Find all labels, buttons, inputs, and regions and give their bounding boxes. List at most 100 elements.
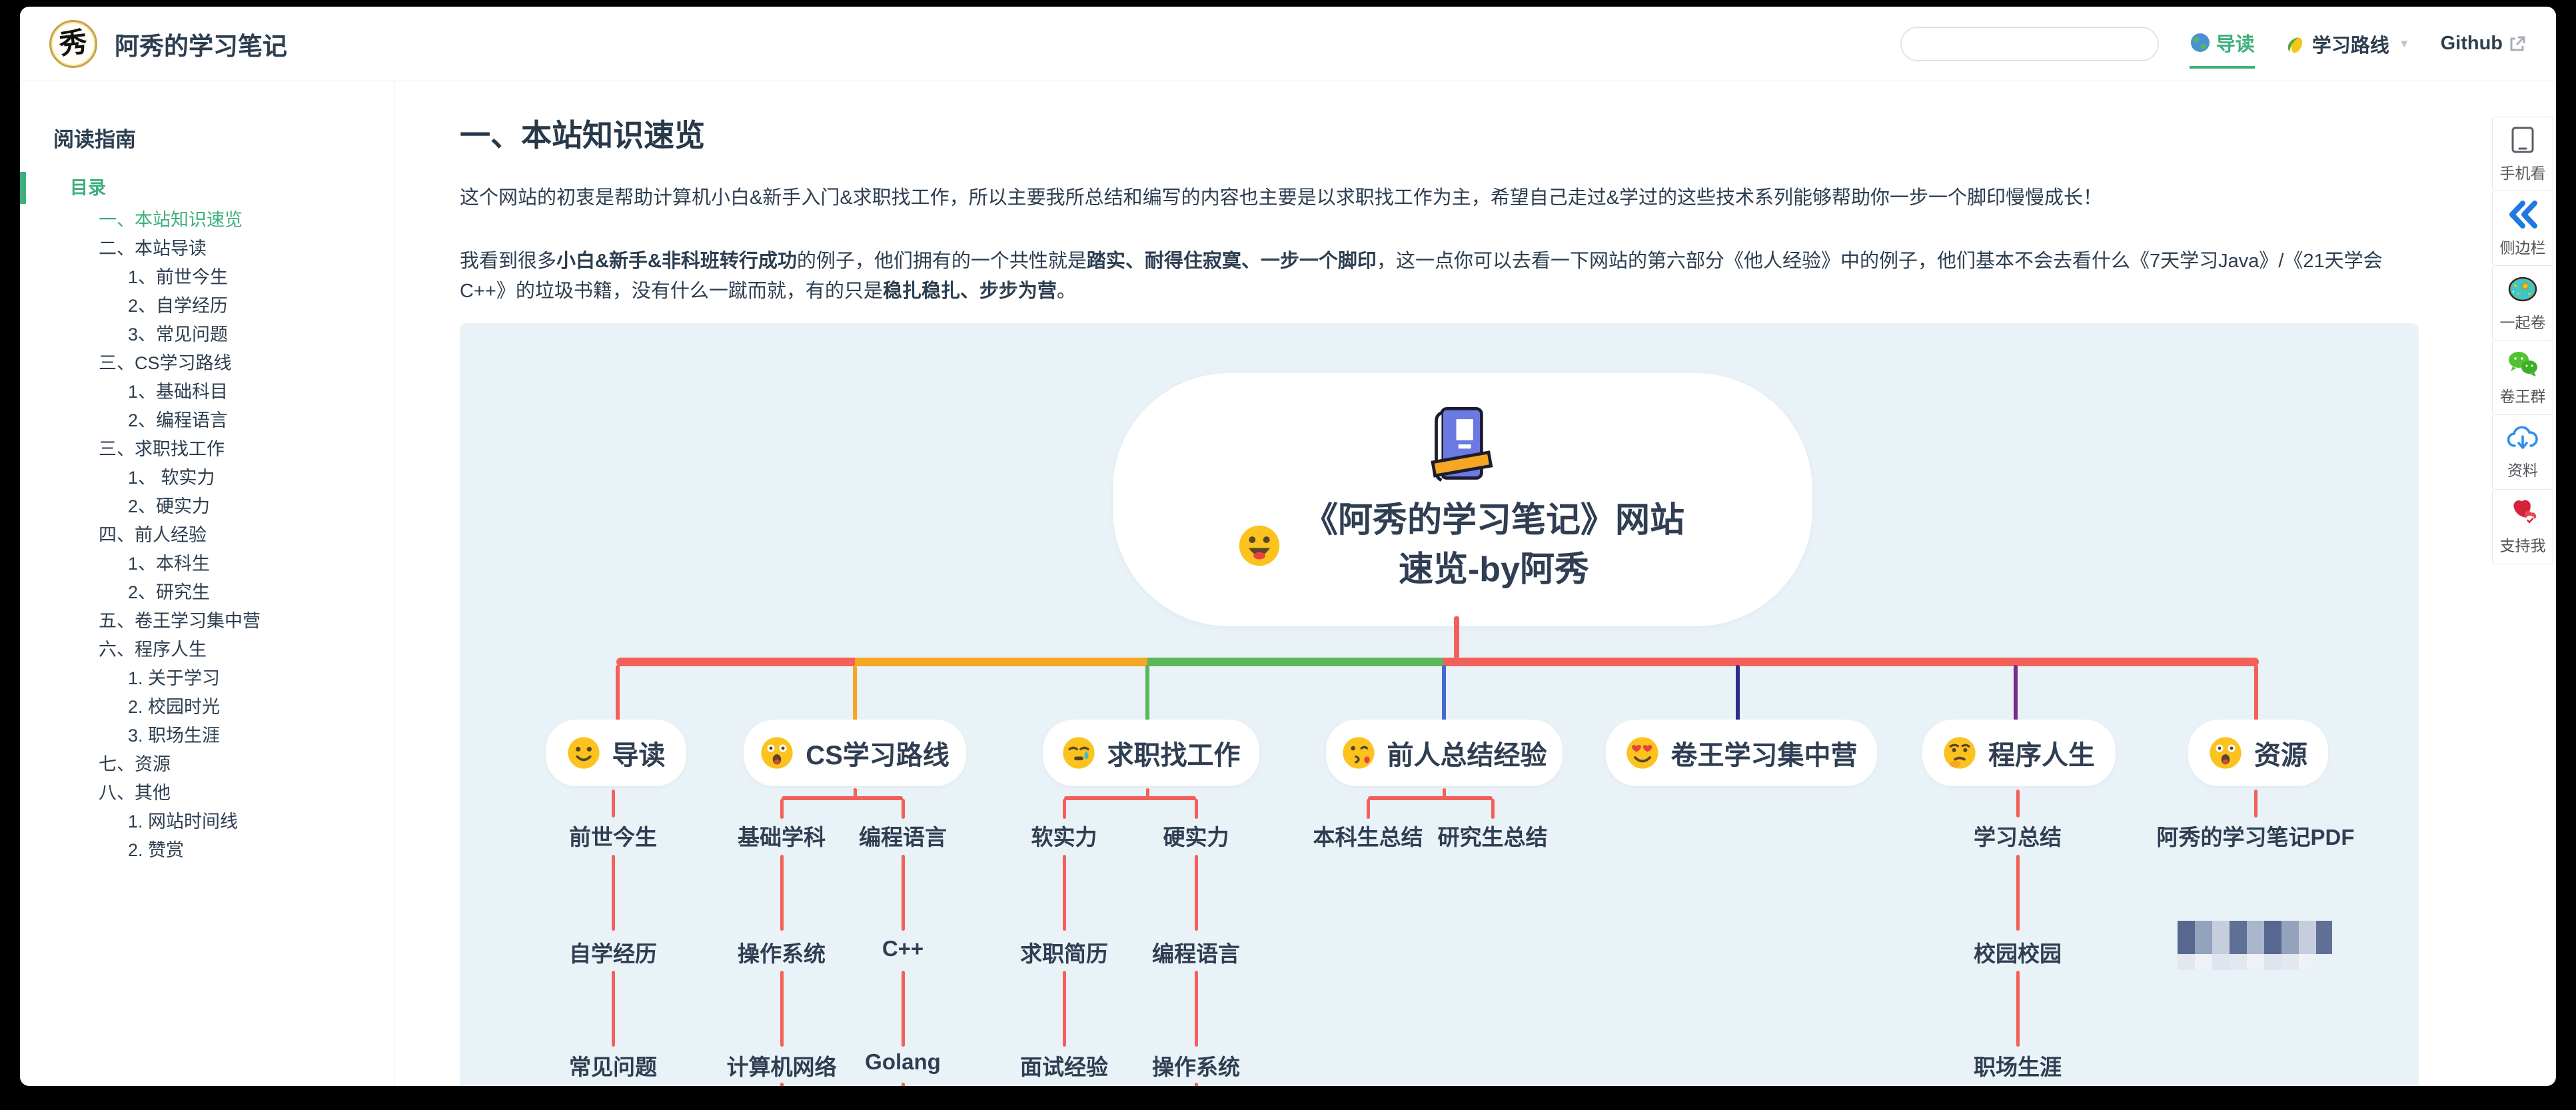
- sidebar-item[interactable]: 1. 关于学习: [128, 668, 221, 688]
- connector-root-stub: [1454, 616, 1459, 659]
- connector-line: [1195, 971, 1198, 1047]
- sidebar-item[interactable]: 三、CS学习路线: [99, 353, 232, 373]
- wechat-icon: [2509, 351, 2537, 376]
- mindmap-branch-cs: CS学习路线: [744, 720, 966, 786]
- connector-line: [1443, 788, 1446, 798]
- sidebar-item[interactable]: 2、研究生: [128, 582, 211, 602]
- sidebar-item[interactable]: 1、前世今生: [128, 267, 229, 287]
- tool-sidebar-toggle[interactable]: 侧边栏: [2492, 191, 2553, 266]
- sidebar-section-title: 阅读指南: [53, 128, 136, 151]
- external-link-icon: [2510, 36, 2525, 51]
- sidebar-item[interactable]: 四、前人经验: [99, 525, 207, 545]
- sidebar-item[interactable]: 1、 软实力: [128, 468, 215, 488]
- sidebar-item[interactable]: 二、本站导读: [99, 239, 207, 259]
- nav-link-xuexiluxian[interactable]: 学习路线 ▼: [2285, 21, 2410, 67]
- sidebar-item[interactable]: 五、卷王学习集中营: [99, 611, 261, 631]
- tool-support-me[interactable]: 支持我: [2492, 490, 2553, 564]
- connector-line: [1063, 971, 1066, 1047]
- corn-icon: [2287, 37, 2302, 53]
- sidebar-item[interactable]: 一、本站知识速览: [99, 210, 243, 230]
- site-logo[interactable]: 秀: [49, 19, 97, 68]
- tool-wechat-group[interactable]: 卷王群: [2492, 340, 2553, 415]
- nav-link-github[interactable]: Github: [2441, 21, 2527, 67]
- sidebar-item[interactable]: 2、编程语言: [128, 410, 229, 430]
- nav-link-label: 导读: [2216, 33, 2255, 55]
- mindmap-node: 学习总结: [1974, 825, 2062, 849]
- mindmap-node: 阿秀的学习笔记PDF: [2156, 825, 2355, 849]
- astonished-face-emoji: [2210, 737, 2242, 769]
- sidebar-item[interactable]: 2、自学经历: [128, 296, 229, 316]
- connector-drop-daodu: [616, 665, 620, 722]
- book-icon: [1431, 407, 1493, 482]
- page-title: 一、本站知识速览: [460, 118, 705, 153]
- search-input[interactable]: [1924, 33, 2150, 55]
- tool-label: 一起卷: [2499, 313, 2546, 331]
- connector-drop-chengxu: [2014, 665, 2018, 722]
- mindmap-node: 自学经历: [569, 941, 657, 966]
- sidebar-item[interactable]: 八、其他: [99, 783, 171, 803]
- sidebar-item[interactable]: 2、硬实力: [128, 496, 211, 516]
- intro-paragraph: 这个网站的初衷是帮助计算机小白&新手入门&求职找工作，所以主要我所总结和编写的内…: [460, 187, 2103, 209]
- connector-line: [1491, 799, 1495, 819]
- censored-mosaic-dark-row: [2178, 921, 2332, 954]
- branch-label: 求职找工作: [1107, 741, 1241, 770]
- mindmap-node: 面试经验: [1020, 1055, 1108, 1079]
- search-box[interactable]: [1900, 26, 2159, 61]
- sidebar-item[interactable]: 1、基础科目: [128, 382, 229, 402]
- connector-line: [2254, 790, 2257, 818]
- slightly-smiling-face-emoji: [567, 737, 600, 769]
- sidebar-item[interactable]: 3、常见问题: [128, 324, 229, 344]
- connector-line: [2016, 790, 2020, 818]
- connector-line: [902, 855, 905, 931]
- connector-line: [780, 1083, 784, 1086]
- connector-line: [782, 796, 903, 800]
- connector-line: [902, 971, 905, 1047]
- sidebar-item[interactable]: 2. 赞赏: [128, 840, 185, 860]
- tool-materials-download[interactable]: 资料: [2492, 415, 2553, 490]
- connector-line: [612, 971, 615, 1047]
- censored-mosaic-light-row: [2178, 954, 2311, 970]
- sidebar-item[interactable]: 1、本科生: [128, 554, 211, 574]
- mindmap-node: 软实力: [1031, 825, 1097, 849]
- connector-line: [612, 855, 615, 931]
- mindmap-branch-chengxu: 程序人生: [1922, 720, 2116, 786]
- connector-main-bar: [616, 658, 2259, 666]
- sidebar-item[interactable]: 目录: [20, 170, 394, 206]
- heart-eyes-face-emoji: [1626, 737, 1658, 769]
- branch-label: 资源: [2254, 741, 2307, 770]
- tool-yiqijuan[interactable]: 一起卷: [2492, 266, 2553, 340]
- navbar: 秀 阿秀的学习笔记 导读: [20, 7, 2556, 81]
- mindmap-branch-qiuzhi: 求职找工作: [1043, 720, 1259, 786]
- sidebar-item[interactable]: 3. 职场生涯: [128, 726, 221, 746]
- branch-label: 程序人生: [1988, 741, 2095, 770]
- second-paragraph: 我看到很多小白&新手&非科班转行成功的例子，他们拥有的一个共性就是踏实、耐得住寂…: [460, 251, 2383, 302]
- connector-line: [2016, 971, 2020, 1047]
- site-title: 阿秀的学习笔记: [115, 32, 287, 60]
- connector-line: [780, 799, 784, 819]
- connector-line: [2016, 855, 2020, 931]
- cloud-download-icon: [2507, 426, 2538, 449]
- sidebar-item[interactable]: 三、求职找工作: [99, 439, 225, 459]
- main-content: 一、本站知识速览 这个网站的初衷是帮助计算机小白&新手入门&求职找工作，所以主要…: [394, 81, 2556, 1086]
- globe-icon: [2190, 33, 2210, 52]
- mindmap-root-node: 《阿秀的学习笔记》网站速览-by阿秀: [1113, 373, 1812, 626]
- sidebar-item[interactable]: 七、资源: [99, 754, 171, 774]
- mindmap-root-row: 《阿秀的学习笔记》网站速览-by阿秀: [1238, 496, 1687, 595]
- sidebar-item[interactable]: 六、程序人生: [99, 640, 207, 660]
- tool-label: 侧边栏: [2499, 239, 2546, 257]
- connector-drop-ziyuan: [2254, 665, 2258, 722]
- connector-line: [1367, 799, 1370, 819]
- mindmap-node: 本科生总结: [1313, 825, 1423, 849]
- astonished-face-emoji: [761, 737, 793, 769]
- sidebar-item[interactable]: 1. 网站时间线: [128, 812, 239, 832]
- logo-character: 秀: [57, 27, 89, 61]
- face-blowing-kiss-emoji: [1342, 737, 1375, 769]
- navbar-right: 导读 学习路线 ▼ Github: [1900, 19, 2527, 69]
- mindmap-node: 基础学科: [738, 825, 826, 849]
- nav-link-daodu[interactable]: 导读: [2189, 19, 2255, 69]
- tool-label: 资料: [2507, 461, 2538, 479]
- grinning-face-emoji: [1239, 525, 1280, 566]
- sidebar-item[interactable]: 2. 校园时光: [128, 697, 221, 717]
- connector-line: [854, 788, 857, 798]
- tool-mobile-view[interactable]: 手机看: [2492, 117, 2553, 191]
